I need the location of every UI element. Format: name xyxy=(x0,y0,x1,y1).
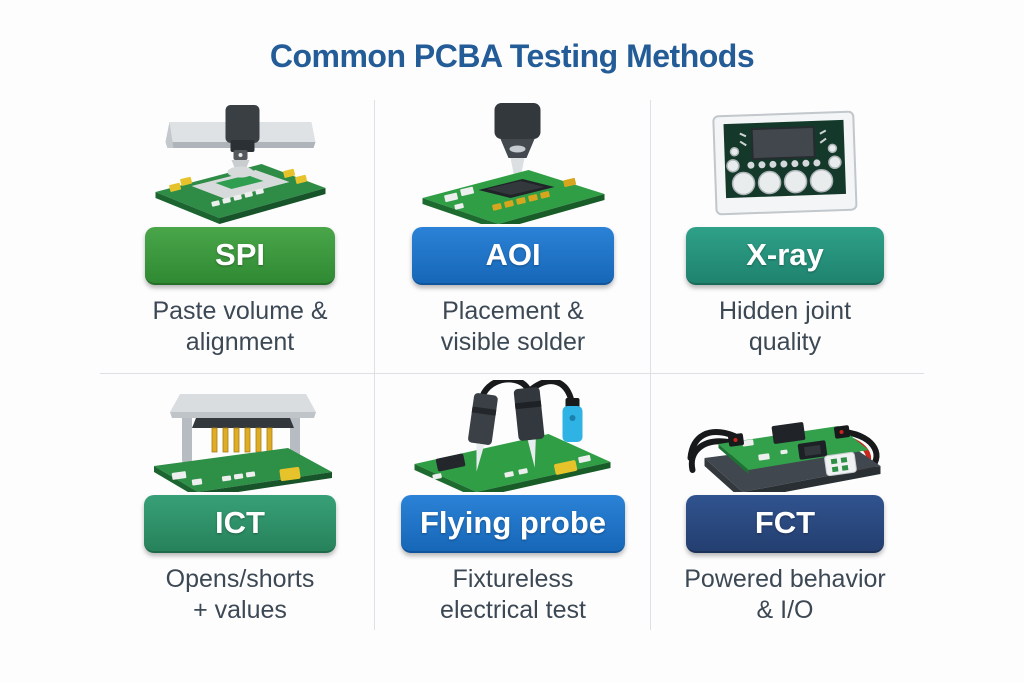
method-card-fct: FCT Powered behavior & I/O xyxy=(660,380,910,626)
method-button-flying-probe: Flying probe xyxy=(401,495,625,553)
method-button-xray: X-ray xyxy=(686,227,884,285)
xray-image-icon xyxy=(685,96,885,224)
method-button-fct: FCT xyxy=(686,495,884,553)
method-card-aoi: AOI Placement & visible solder xyxy=(388,96,638,358)
grid-divider-horizontal xyxy=(100,373,924,374)
grid-divider-vertical-2 xyxy=(650,100,651,630)
solder-paste-inspection-icon xyxy=(133,96,348,224)
grid-divider-vertical-1 xyxy=(374,100,375,630)
method-button-aoi: AOI xyxy=(412,227,614,285)
method-button-spi: SPI xyxy=(145,227,335,285)
flying-probe-icon xyxy=(406,380,621,492)
method-button-ict: ICT xyxy=(144,495,336,553)
method-caption-flying-probe: Fixtureless electrical test xyxy=(440,565,586,624)
method-caption-fct: Powered behavior & I/O xyxy=(684,565,886,624)
method-caption-xray: Hidden joint quality xyxy=(718,297,852,356)
fct-powered-board-icon xyxy=(678,380,893,492)
method-caption-aoi: Placement & visible solder xyxy=(440,297,586,356)
ict-bed-of-nails-icon xyxy=(138,380,343,492)
page-title: Common PCBA Testing Methods xyxy=(269,38,755,74)
method-card-ict: ICT Opens/shorts + values xyxy=(115,380,365,626)
method-card-spi: SPI Paste volume & alignment xyxy=(115,96,365,358)
method-caption-ict: Opens/shorts + values xyxy=(165,565,315,624)
aoi-camera-icon xyxy=(406,96,621,224)
method-caption-spi: Paste volume & alignment xyxy=(152,297,328,356)
method-card-xray: X-ray Hidden joint quality xyxy=(660,96,910,358)
method-card-flying-probe: Flying probe Fixtureless electrical test xyxy=(388,380,638,626)
